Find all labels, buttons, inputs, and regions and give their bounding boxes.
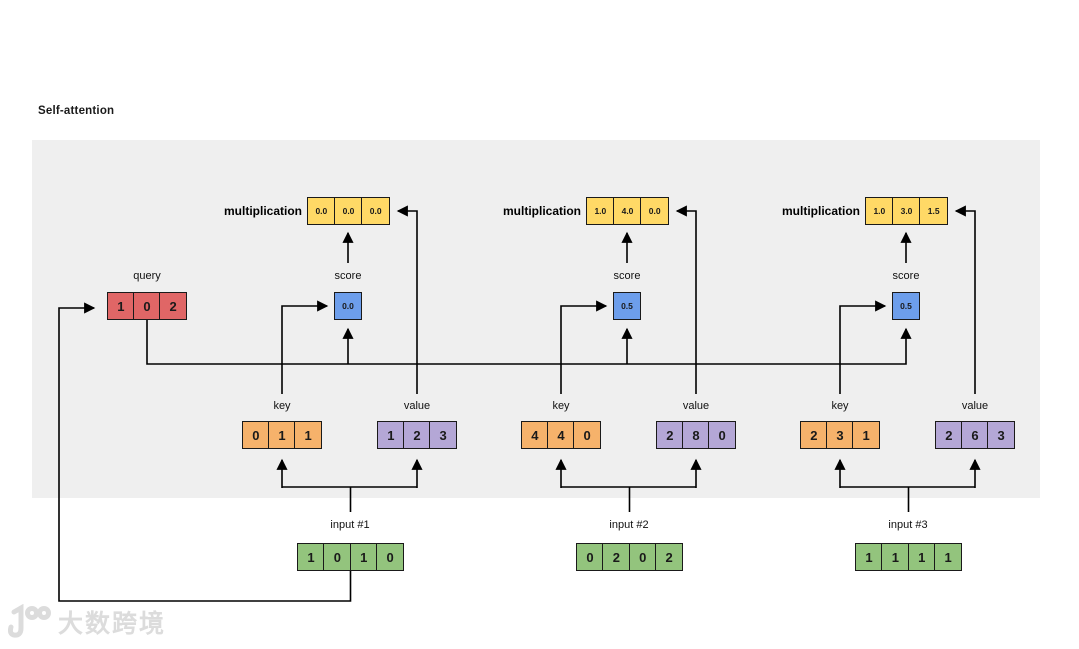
key-cell: 1: [852, 421, 881, 449]
input-cells: 0 2 0 2: [576, 543, 684, 571]
value-cell: 1: [377, 421, 405, 449]
input-cells: 1 1 1 1: [855, 543, 963, 571]
page-title: Self-attention: [38, 105, 115, 117]
value-cell: 3: [429, 421, 458, 449]
multiplication-cells: 0.0 0.0 0.0: [307, 197, 391, 225]
score-label: score: [613, 270, 641, 282]
key-cell: 1: [268, 421, 296, 449]
multiplication-cell: 0.0: [334, 197, 363, 225]
multiplication-cell: 1.0: [586, 197, 615, 225]
multiplication-label: multiplication: [782, 204, 860, 218]
value-label: value: [403, 400, 431, 412]
input-cell: 0: [376, 543, 405, 571]
multiplication-cell: 1.5: [919, 197, 949, 225]
key-cells: 0 1 1: [242, 421, 323, 449]
key-cells: 4 4 0: [521, 421, 602, 449]
score-cell: 0.5: [892, 292, 920, 320]
input-cell: 0: [576, 543, 604, 571]
score-label: score: [892, 270, 920, 282]
input-cell: 1: [349, 543, 378, 571]
input-label: input #2: [609, 519, 649, 531]
score-value: 0.5: [892, 292, 920, 320]
multiplication-cell: 0.0: [361, 197, 391, 225]
score-cell: 0.5: [613, 292, 641, 320]
input-cell: 0: [323, 543, 352, 571]
key-cell: 3: [826, 421, 854, 449]
value-cell: 3: [987, 421, 1016, 449]
key-cell: 0: [242, 421, 270, 449]
watermark: 大数跨境: [8, 604, 166, 640]
multiplication-label: multiplication: [224, 204, 302, 218]
query-cell: 1: [107, 292, 135, 320]
input-cell: 1: [297, 543, 325, 571]
multiplication-cells: 1.0 3.0 1.5: [865, 197, 949, 225]
value-cell: 0: [708, 421, 737, 449]
query-cell: 2: [159, 292, 188, 320]
score-value: 0.0: [334, 292, 362, 320]
value-label: value: [961, 400, 989, 412]
value-cells: 2 8 0: [656, 421, 737, 449]
multiplication-cells: 1.0 4.0 0.0: [586, 197, 670, 225]
input-cell: 0: [628, 543, 657, 571]
key-cell: 1: [294, 421, 323, 449]
value-cells: 2 6 3: [935, 421, 1016, 449]
multiplication-cell: 1.0: [865, 197, 894, 225]
watermark-text: 大数跨境: [58, 610, 167, 638]
input-cell: 1: [881, 543, 910, 571]
score-value: 0.5: [613, 292, 641, 320]
key-cell: 4: [547, 421, 575, 449]
input-label: input #3: [888, 519, 928, 531]
key-cell: 4: [521, 421, 549, 449]
query-cells: 1 0 2: [107, 292, 188, 320]
key-label: key: [273, 400, 291, 412]
input-cell: 1: [855, 543, 883, 571]
input-cell: 1: [934, 543, 963, 571]
value-cell: 6: [961, 421, 989, 449]
key-cells: 2 3 1: [800, 421, 881, 449]
input-cell: 2: [655, 543, 684, 571]
multiplication-cell: 0.0: [307, 197, 336, 225]
10100-logo-icon: [8, 604, 51, 638]
value-cell: 8: [682, 421, 710, 449]
value-label: value: [682, 400, 710, 412]
multiplication-cell: 3.0: [892, 197, 921, 225]
key-cell: 2: [800, 421, 828, 449]
score-label: score: [334, 270, 362, 282]
key-cell: 0: [573, 421, 602, 449]
multiplication-cell: 0.0: [640, 197, 670, 225]
input-cell: 2: [602, 543, 631, 571]
key-label: key: [552, 400, 570, 412]
score-cell: 0.0: [334, 292, 362, 320]
value-cell: 2: [403, 421, 431, 449]
query-label: query: [133, 270, 161, 282]
key-label: key: [831, 400, 849, 412]
multiplication-label: multiplication: [503, 204, 581, 218]
multiplication-cell: 4.0: [613, 197, 642, 225]
value-cell: 2: [656, 421, 684, 449]
input-label: input #1: [330, 519, 370, 531]
query-cell: 0: [133, 292, 161, 320]
value-cells: 1 2 3: [377, 421, 458, 449]
input-cells: 1 0 1 0: [297, 543, 405, 571]
input-cell: 1: [907, 543, 936, 571]
value-cell: 2: [935, 421, 963, 449]
